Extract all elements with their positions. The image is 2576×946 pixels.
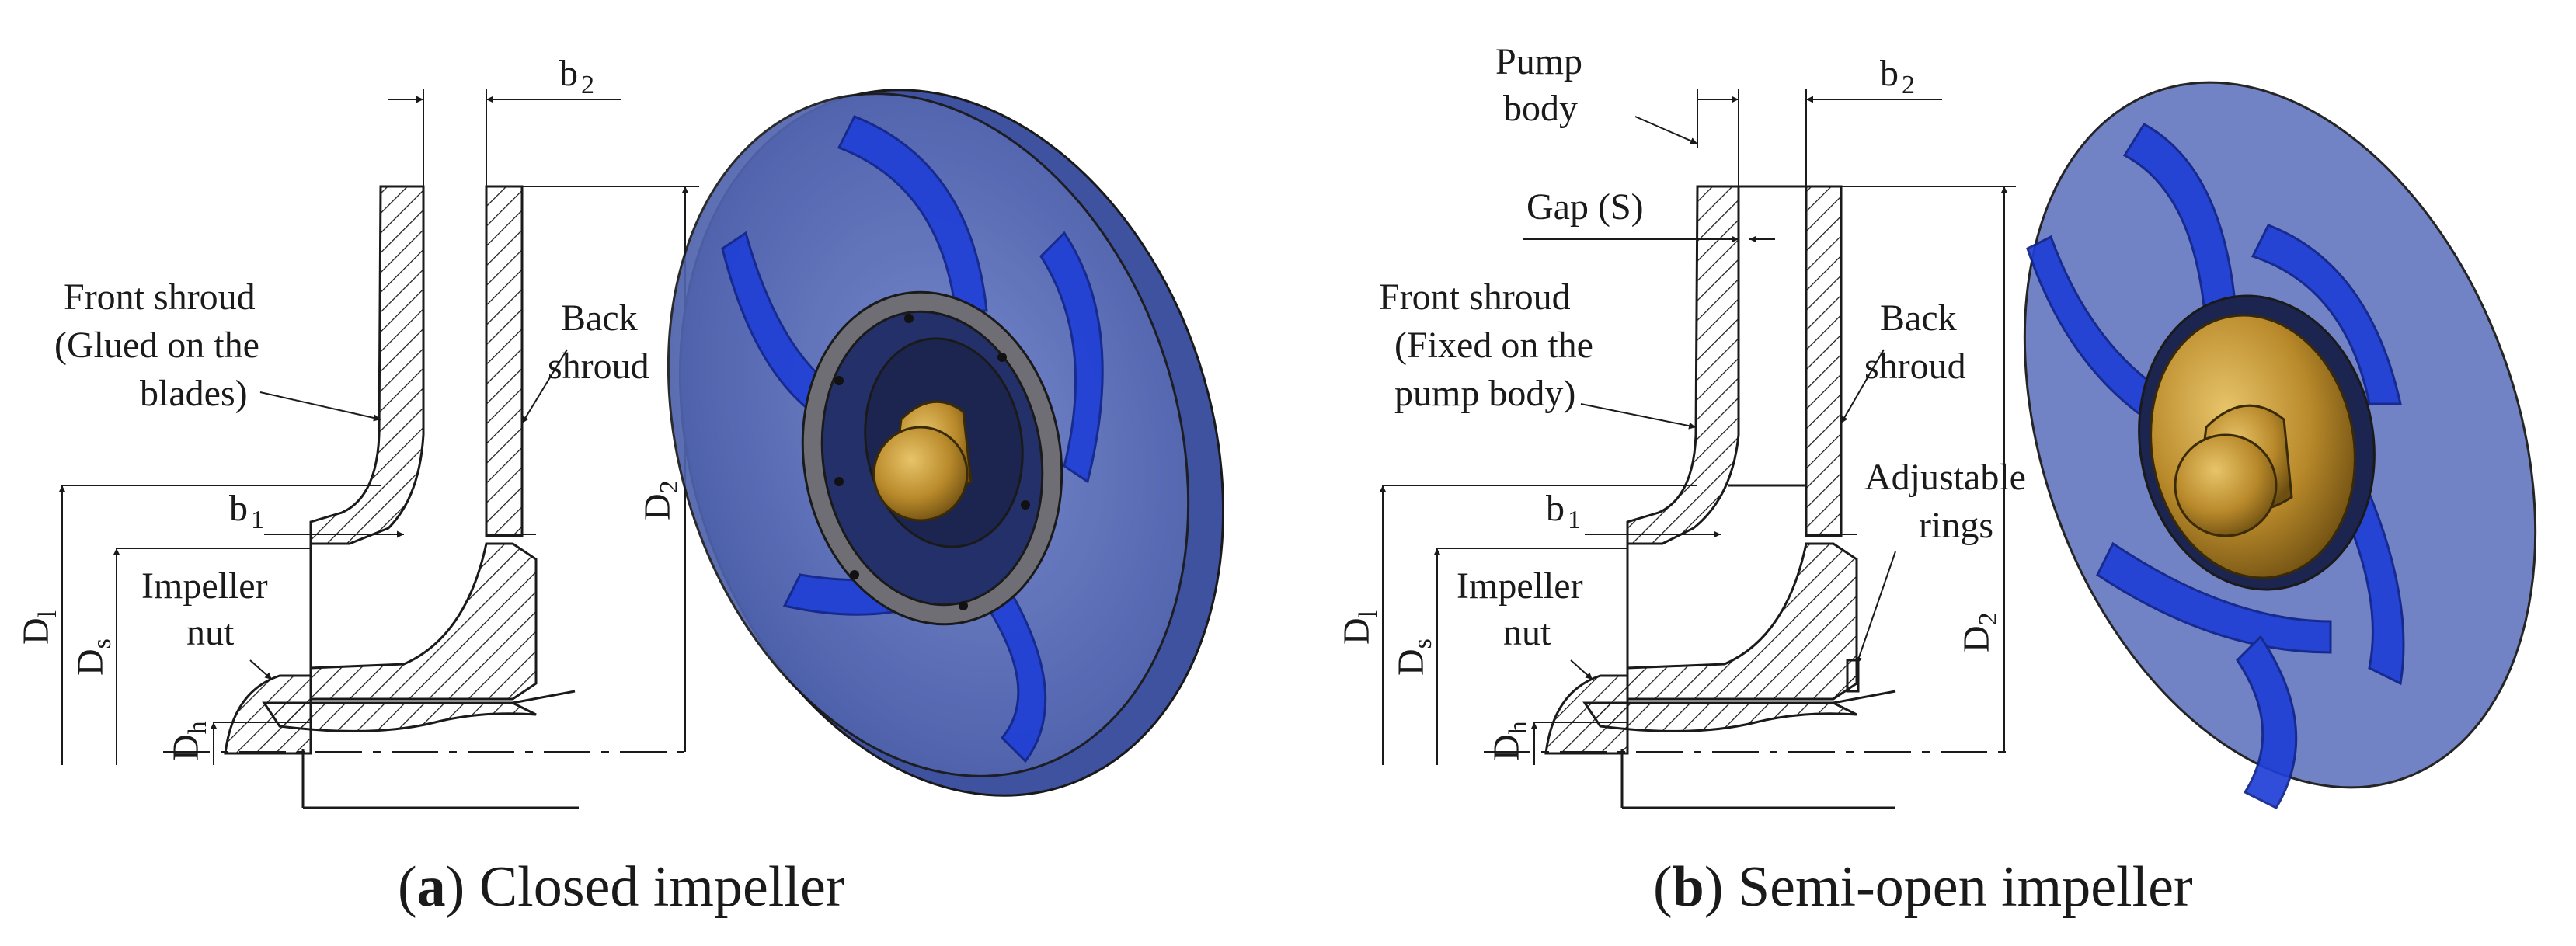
label-back-shroud-b-2: shroud xyxy=(1864,346,1966,387)
impeller-nut-a xyxy=(224,674,312,755)
label-impeller-nut-a-2: nut xyxy=(186,612,235,653)
label-gap: Gap (S) xyxy=(1526,186,1644,228)
label-back-shroud-a-1: Back xyxy=(561,297,638,339)
label-d1-b: Dl xyxy=(1336,610,1383,645)
semi-open-impeller-3d xyxy=(2023,81,2537,809)
hub-body-a xyxy=(309,542,538,701)
caption-b: (b) Semi-open impeller xyxy=(1653,855,2193,919)
label-adjustable-1: Adjustable xyxy=(1864,457,2026,498)
label-dh-b: Dh xyxy=(1486,721,1533,761)
label-pump-body-2: body xyxy=(1503,88,1578,129)
shaft-a xyxy=(262,701,537,732)
label-back-shroud-b-1: Back xyxy=(1880,297,1957,339)
back-shroud-b xyxy=(1805,185,1843,537)
label-ds-a: Ds xyxy=(70,638,117,676)
label-impeller-nut-b-1: Impeller xyxy=(1457,565,1583,607)
adjustable-rings xyxy=(1846,659,1860,693)
caption-a-letter: a xyxy=(416,855,446,919)
panel-b-section xyxy=(1379,89,2016,809)
shaft-b xyxy=(1582,701,1857,732)
front-shroud-b xyxy=(1626,185,1740,545)
caption-a: (a) Closed impeller xyxy=(398,855,845,919)
label-front-shroud-b-3: pump body) xyxy=(1394,373,1575,414)
caption-b-letter: b xyxy=(1672,855,1704,919)
label-adjustable-2: rings xyxy=(1919,505,1993,546)
label-d1-a: Dl xyxy=(16,610,62,645)
impeller-nut-b xyxy=(1544,674,1629,755)
closed-impeller-3d xyxy=(667,89,1225,797)
front-shroud-a xyxy=(309,185,425,545)
label-front-shroud-b-1: Front shroud xyxy=(1379,276,1571,318)
label-front-shroud-a-3: blades) xyxy=(140,373,248,414)
label-front-shroud-a-2: (Glued on the xyxy=(54,325,259,366)
label-impeller-nut-b-2: nut xyxy=(1503,612,1551,653)
label-front-shroud-a-1: Front shroud xyxy=(64,276,256,318)
label-d2-a: D2 xyxy=(637,480,684,520)
hub-body-b xyxy=(1626,542,1858,701)
label-front-shroud-b-2: (Fixed on the xyxy=(1394,325,1593,366)
label-dh-a: Dh xyxy=(165,721,212,761)
label-d2-b: D2 xyxy=(1956,612,2003,652)
back-shroud-a xyxy=(485,185,524,537)
label-pump-body-1: Pump xyxy=(1495,41,1582,82)
panel-a-section xyxy=(58,89,699,809)
label-back-shroud-a-2: shroud xyxy=(548,346,649,387)
label-ds-b: Ds xyxy=(1391,638,1437,676)
label-impeller-nut-a-1: Impeller xyxy=(141,565,268,607)
